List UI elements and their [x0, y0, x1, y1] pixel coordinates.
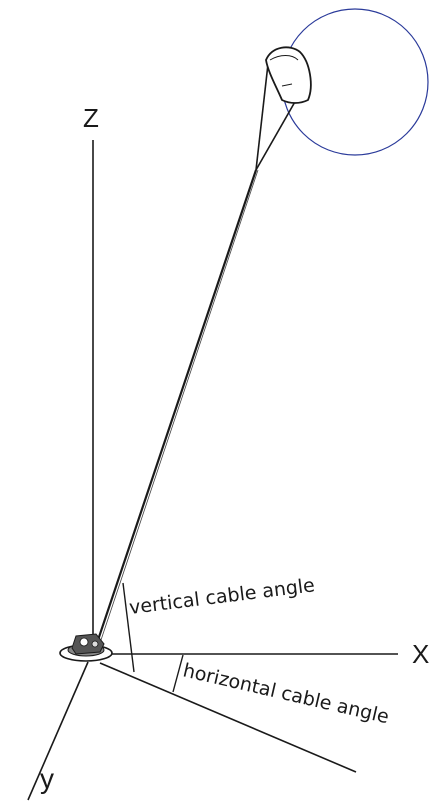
- tether-cable-shadow: [98, 169, 259, 647]
- vertical-angle-marker: [122, 582, 135, 673]
- ground-station-icon: [59, 633, 113, 662]
- cable-horizontal-projection: [99, 662, 357, 773]
- x-axis-label: X: [412, 639, 429, 669]
- vertical-angle-label: vertical cable angle: [128, 574, 316, 619]
- bridle-line-right: [255, 99, 297, 171]
- horizontal-angle-marker: [172, 654, 184, 693]
- z-axis-label: Z: [83, 103, 99, 133]
- horizontal-angle-label: horizontal cable angle: [181, 659, 391, 728]
- y-axis-line: [27, 661, 89, 801]
- tether-cable: [94, 169, 258, 647]
- y-axis-label: y: [40, 763, 54, 794]
- kite-icon: [265, 46, 312, 104]
- bridle-line-left: [255, 63, 269, 171]
